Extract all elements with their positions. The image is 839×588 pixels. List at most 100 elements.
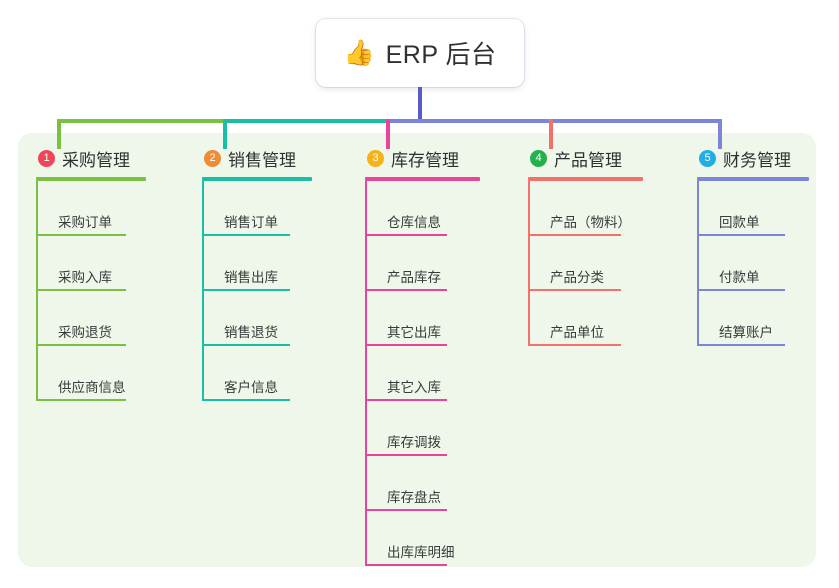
branch-item-label: 供应商信息 bbox=[58, 380, 126, 395]
branch-column-1: 1 采购管理采购订单采购入库采购退货供应商信息 bbox=[36, 145, 186, 401]
branch-item[interactable]: 产品单位 bbox=[528, 291, 678, 346]
branch-item[interactable]: 仓库信息 bbox=[365, 181, 515, 236]
branch-header-4[interactable]: 4 产品管理 bbox=[528, 145, 678, 171]
branch-item[interactable]: 客户信息 bbox=[202, 346, 352, 401]
branch-item-label: 结算账户 bbox=[719, 325, 773, 340]
branch-header-rule bbox=[528, 177, 643, 181]
branch-item[interactable]: 其它出库 bbox=[365, 291, 515, 346]
bus-segment-2 bbox=[223, 119, 386, 123]
branch-item-list: 仓库信息产品库存其它出库其它入库库存调拨库存盘点出库库明细 bbox=[365, 181, 515, 566]
branch-item-label: 其它出库 bbox=[387, 325, 441, 340]
branch-header-2[interactable]: 2 销售管理 bbox=[202, 145, 352, 171]
bus-segment-1 bbox=[57, 119, 223, 123]
branch-header-rule bbox=[202, 177, 312, 181]
branch-number-badge: 1 bbox=[38, 149, 55, 167]
branch-item-label: 销售订单 bbox=[224, 215, 278, 230]
branch-item[interactable]: 其它入库 bbox=[365, 346, 515, 401]
branch-drop-4 bbox=[549, 119, 553, 149]
branch-column-2: 2 销售管理销售订单销售出库销售退货客户信息 bbox=[202, 145, 352, 401]
branch-column-4: 4 产品管理产品（物料） 产品分类产品单位 bbox=[528, 145, 678, 346]
branch-item[interactable]: 采购订单 bbox=[36, 181, 186, 236]
branch-item-label: 付款单 bbox=[719, 270, 760, 285]
branch-title: 采购管理 bbox=[62, 150, 130, 170]
branch-item-label: 回款单 bbox=[719, 215, 760, 230]
branch-item-label: 库存调拨 bbox=[387, 435, 441, 450]
branch-spine bbox=[202, 181, 204, 401]
bus-segment-4 bbox=[549, 119, 722, 123]
branch-item-list: 回款单付款单结算账户 bbox=[697, 181, 837, 346]
branch-item-rule bbox=[36, 399, 126, 401]
branch-drop-5 bbox=[718, 119, 722, 149]
branch-number-badge: 4 bbox=[530, 149, 547, 167]
branch-item-label: 库存盘点 bbox=[387, 490, 441, 505]
branch-item-label: 产品（物料） bbox=[550, 215, 631, 230]
branch-spine bbox=[528, 181, 530, 346]
branch-item-label: 采购订单 bbox=[58, 215, 112, 230]
branch-item[interactable]: 回款单 bbox=[697, 181, 837, 236]
branch-item-label: 客户信息 bbox=[224, 380, 278, 395]
bus-segment-3 bbox=[386, 119, 549, 123]
branch-column-3: 3 库存管理仓库信息产品库存其它出库其它入库库存调拨库存盘点出库库明细 bbox=[365, 145, 515, 566]
branch-item-label: 出库库明细 bbox=[387, 545, 455, 560]
branch-item-label: 产品分类 bbox=[550, 270, 604, 285]
branch-item[interactable]: 采购入库 bbox=[36, 236, 186, 291]
branch-header-3[interactable]: 3 库存管理 bbox=[365, 145, 515, 171]
branch-item-rule bbox=[365, 564, 447, 566]
branch-item-list: 销售订单销售出库销售退货客户信息 bbox=[202, 181, 352, 401]
branch-item[interactable]: 结算账户 bbox=[697, 291, 837, 346]
branch-item-rule bbox=[365, 344, 447, 346]
branch-item-rule bbox=[528, 344, 621, 346]
branch-item-rule bbox=[202, 234, 290, 236]
branch-drop-1 bbox=[57, 119, 61, 149]
branch-item[interactable]: 产品库存 bbox=[365, 236, 515, 291]
branch-item[interactable]: 销售退货 bbox=[202, 291, 352, 346]
branch-spine bbox=[36, 181, 38, 401]
branch-item[interactable]: 供应商信息 bbox=[36, 346, 186, 401]
branch-title: 销售管理 bbox=[228, 150, 296, 170]
branch-header-1[interactable]: 1 采购管理 bbox=[36, 145, 186, 171]
branch-title: 产品管理 bbox=[554, 150, 622, 170]
branch-item[interactable]: 付款单 bbox=[697, 236, 837, 291]
root-node-label: ERP 后台 bbox=[385, 41, 497, 69]
branch-header-rule bbox=[36, 177, 146, 181]
branch-item-rule bbox=[365, 289, 447, 291]
branch-item-rule bbox=[202, 289, 290, 291]
root-stem bbox=[418, 87, 422, 121]
branch-item[interactable]: 产品（物料） bbox=[528, 181, 678, 236]
branch-header-rule bbox=[697, 177, 809, 181]
branch-spine bbox=[365, 181, 367, 566]
branch-item-rule bbox=[697, 234, 785, 236]
branch-item-rule bbox=[202, 344, 290, 346]
branch-item[interactable]: 库存调拨 bbox=[365, 401, 515, 456]
branch-item-label: 销售出库 bbox=[224, 270, 278, 285]
branch-item-rule bbox=[697, 289, 785, 291]
branch-item-label: 产品单位 bbox=[550, 325, 604, 340]
branch-title: 库存管理 bbox=[391, 150, 459, 170]
branch-item-rule bbox=[365, 454, 447, 456]
branch-item-rule bbox=[528, 234, 621, 236]
branch-item[interactable]: 销售出库 bbox=[202, 236, 352, 291]
branch-item-rule bbox=[202, 399, 290, 401]
branch-item-label: 仓库信息 bbox=[387, 215, 441, 230]
branch-item[interactable]: 采购退货 bbox=[36, 291, 186, 346]
branch-item-label: 其它入库 bbox=[387, 380, 441, 395]
branch-item-rule bbox=[697, 344, 785, 346]
branch-item[interactable]: 销售订单 bbox=[202, 181, 352, 236]
branch-item[interactable]: 产品分类 bbox=[528, 236, 678, 291]
branch-number-badge: 3 bbox=[367, 149, 384, 167]
branch-item-list: 产品（物料） 产品分类产品单位 bbox=[528, 181, 678, 346]
branch-item-label: 采购退货 bbox=[58, 325, 112, 340]
branch-item[interactable]: 库存盘点 bbox=[365, 456, 515, 511]
branches-panel bbox=[18, 133, 816, 567]
root-node[interactable]: 👍 ERP 后台 bbox=[316, 19, 524, 87]
branch-number-badge: 2 bbox=[204, 149, 221, 167]
branch-item-rule bbox=[36, 344, 126, 346]
branch-item-label: 销售退货 bbox=[224, 325, 278, 340]
branch-item-list: 采购订单采购入库采购退货供应商信息 bbox=[36, 181, 186, 401]
branch-item-label: 产品库存 bbox=[387, 270, 441, 285]
branch-item-label: 采购入库 bbox=[58, 270, 112, 285]
branch-item[interactable]: 出库库明细 bbox=[365, 511, 515, 566]
